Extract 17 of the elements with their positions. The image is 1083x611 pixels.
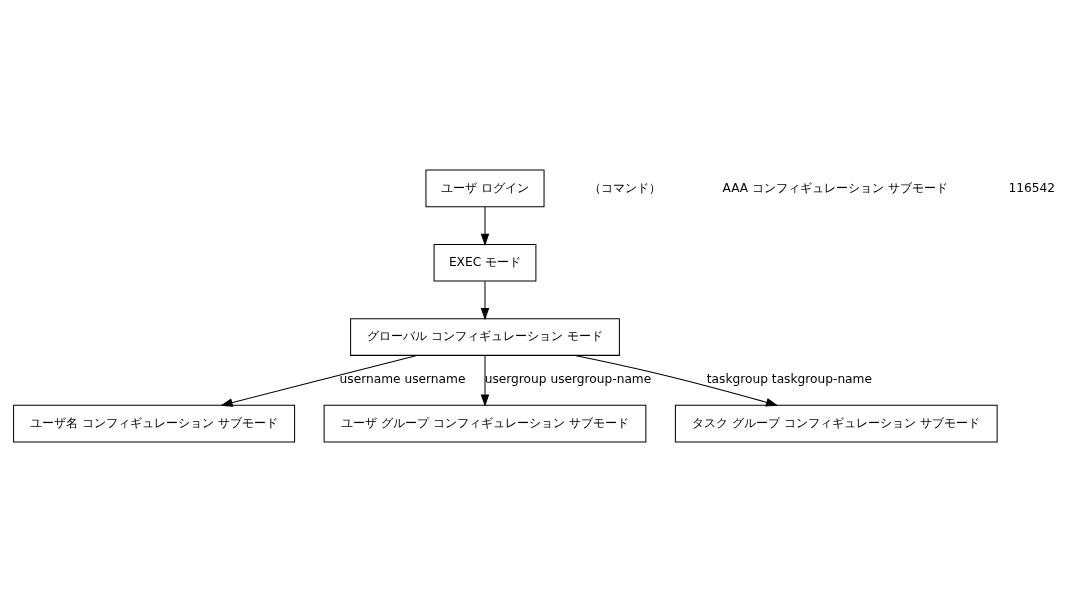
node-box: ユーザ ログイン bbox=[425, 169, 545, 207]
edge-label: usergroup usergroup-name bbox=[484, 371, 652, 386]
arrow bbox=[480, 280, 490, 320]
arrow bbox=[574, 354, 779, 406]
node-box: タスク グループ コンフィギュレーション サブモード bbox=[674, 404, 998, 442]
label: （コマンド） bbox=[589, 180, 662, 195]
arrow bbox=[480, 205, 490, 246]
node-box: EXEC モード bbox=[433, 243, 537, 282]
node-box: ユーザ名 コンフィギュレーション サブモード bbox=[13, 404, 296, 442]
node-box: ユーザ グループ コンフィギュレーション サブモード bbox=[323, 404, 647, 442]
arrow bbox=[220, 354, 418, 407]
edge-label: taskgroup taskgroup-name bbox=[706, 371, 873, 386]
edge-label: username username bbox=[339, 371, 466, 386]
label: 116542 bbox=[1008, 180, 1056, 195]
label: AAA コンフィギュレーション サブモード bbox=[722, 180, 948, 195]
arrow bbox=[480, 354, 490, 407]
node-box: グローバル コンフィギュレーション モード bbox=[350, 317, 620, 356]
